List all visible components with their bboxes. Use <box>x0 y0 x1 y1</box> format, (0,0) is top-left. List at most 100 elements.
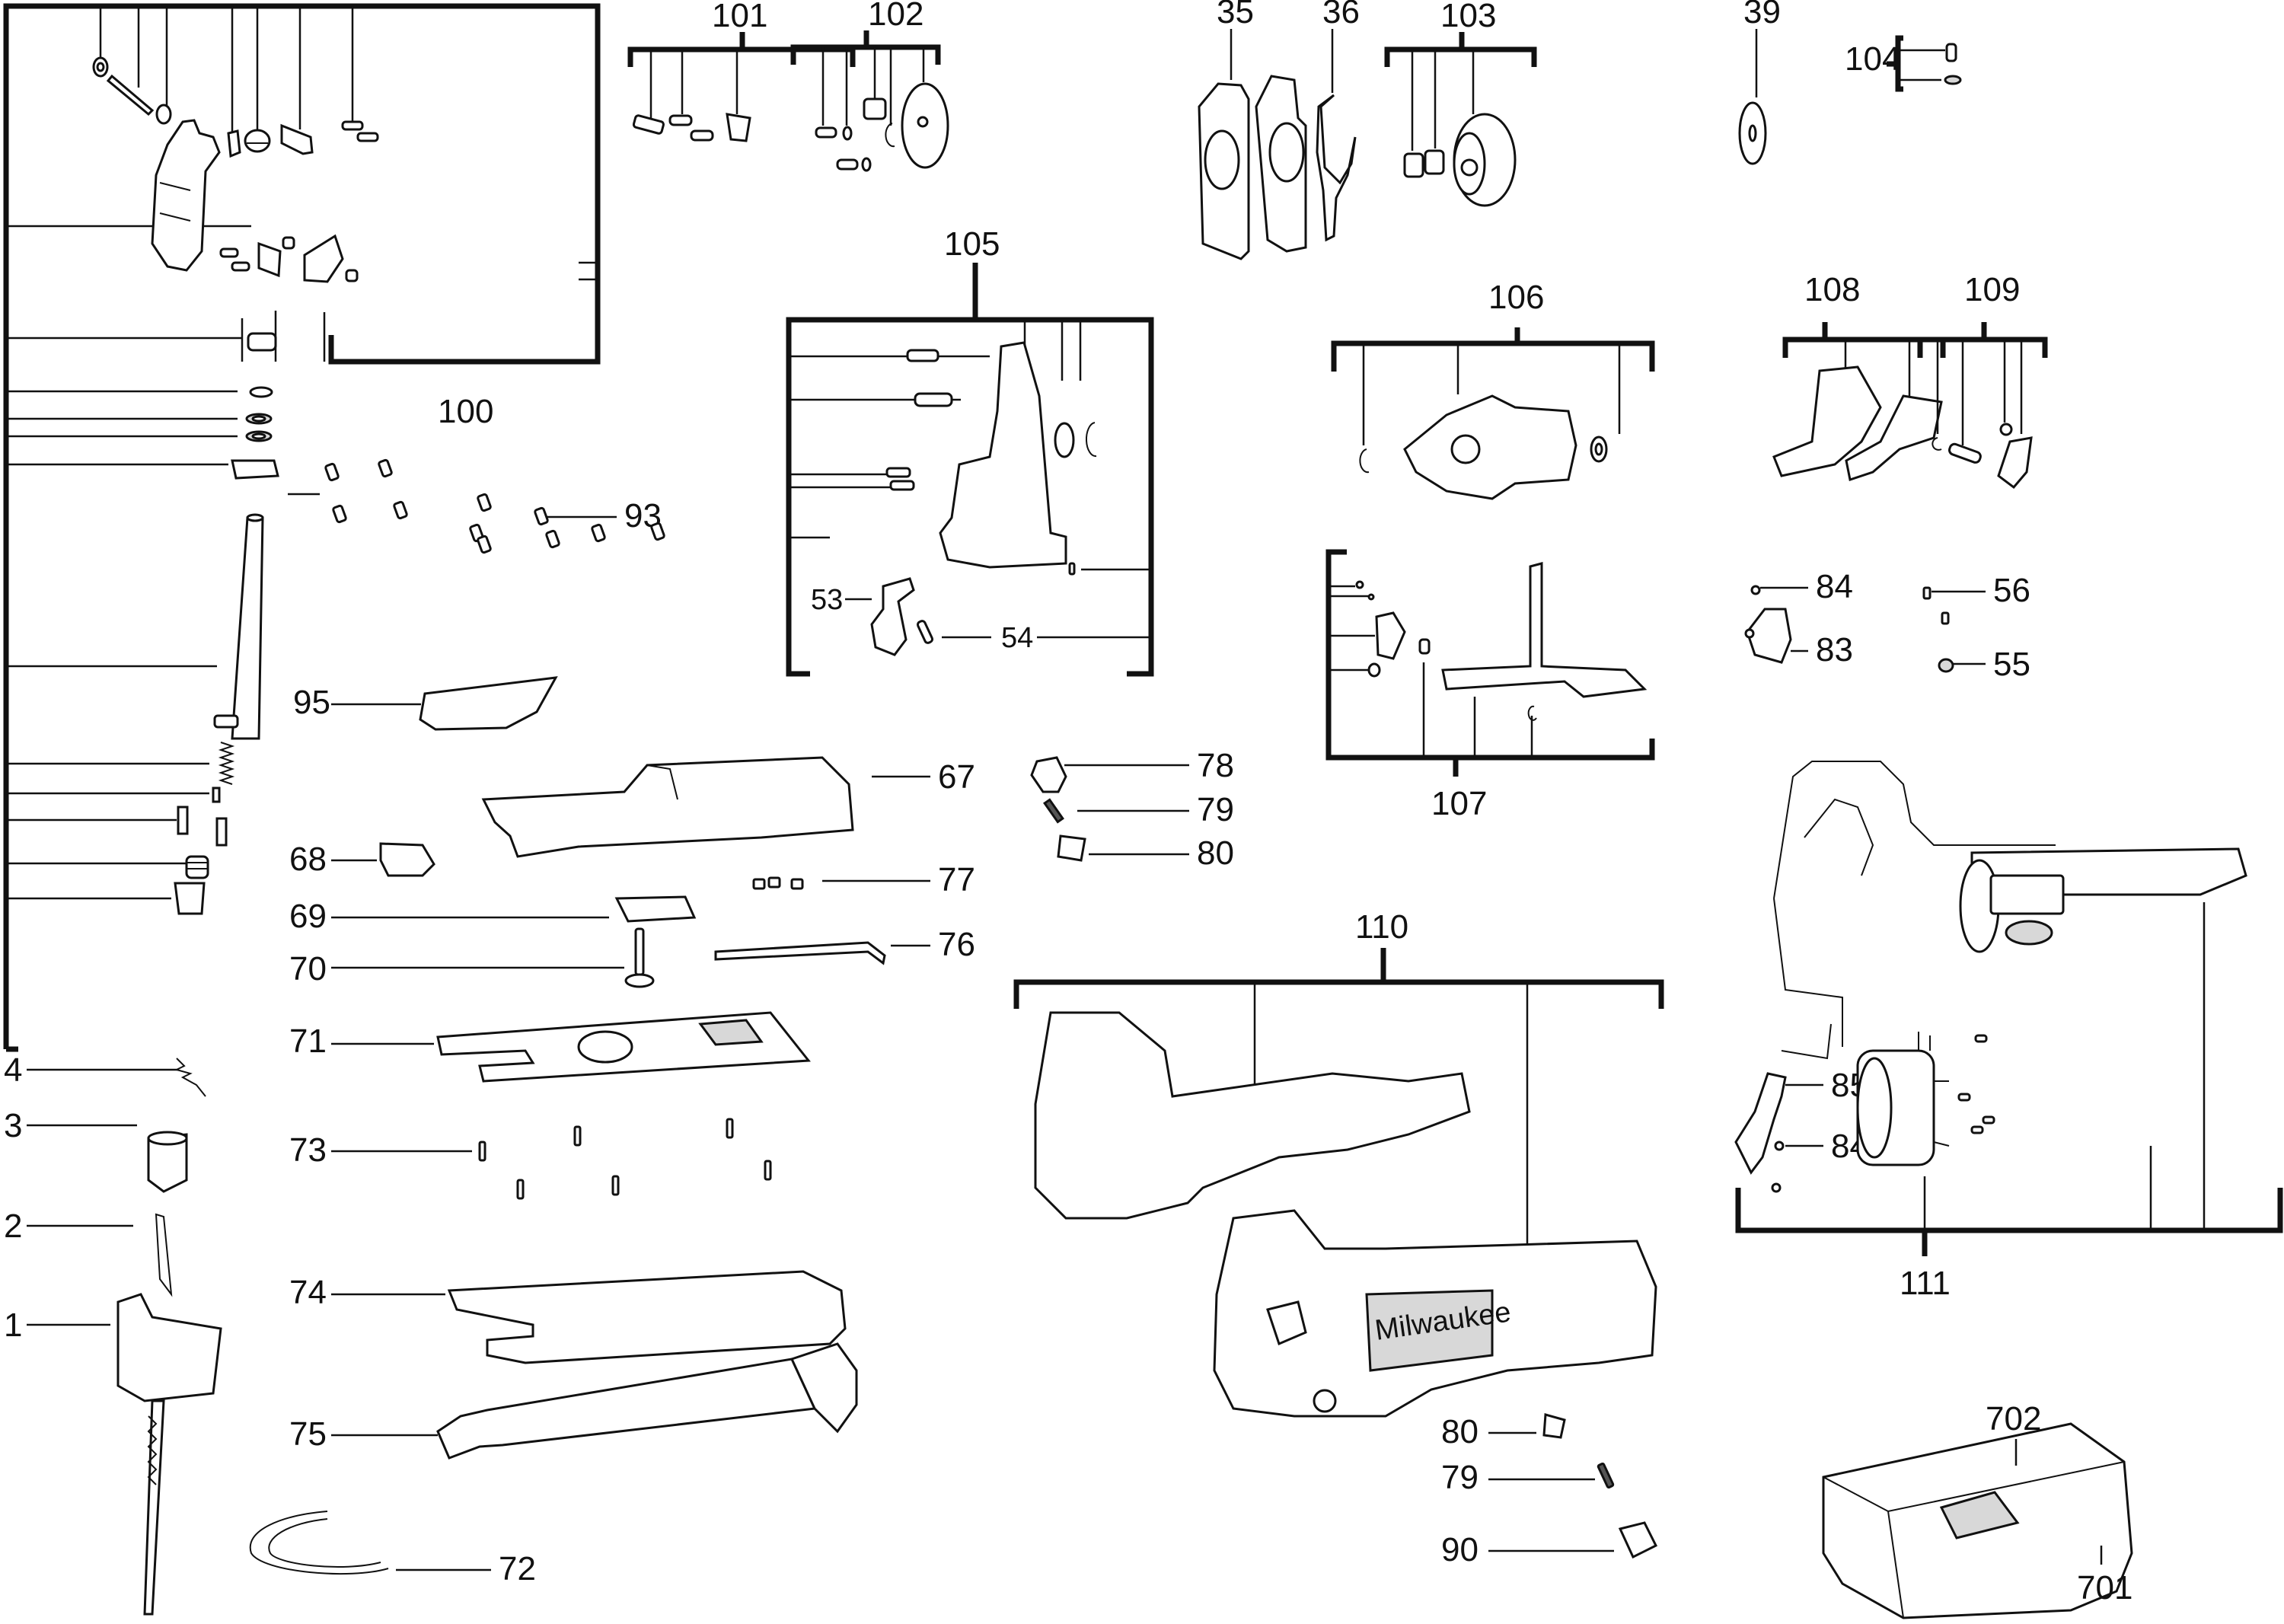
callout-2: 2 <box>4 1208 22 1245</box>
part-plunger-rod <box>213 513 264 740</box>
callout-79-top: 79 <box>1197 791 1234 828</box>
group-83-84-top: 84 83 <box>1744 568 1853 668</box>
part-67-motor-housing-cover: 67 <box>481 756 975 858</box>
callout-102: 102 <box>868 0 923 33</box>
part-36-wrench: 36 <box>1316 0 1360 242</box>
assembly-107: 107 <box>1325 549 1655 822</box>
part-77-clips: 77 <box>752 861 975 898</box>
assembly-110-housing: 110 Milwaukee <box>1013 908 1664 1418</box>
part-68-clip: 68 <box>289 841 435 878</box>
part-pins-pair <box>341 120 379 142</box>
part-pin-long <box>106 74 155 116</box>
callout-109: 109 <box>1964 271 2020 308</box>
assembly-106: 106 <box>1331 279 1655 500</box>
assembly-102: 102 <box>790 0 949 172</box>
group-80-79-90: 80 79 90 <box>1441 1413 1658 1568</box>
part-rocker-arm <box>151 119 221 272</box>
part-bushing-ball <box>244 129 271 153</box>
part-1-blade-guard-and-blade <box>116 1293 222 1616</box>
part-coil-spring <box>185 855 209 879</box>
callout-83: 83 <box>1816 631 1853 668</box>
callout-35: 35 <box>1217 0 1254 30</box>
part-pin-small <box>212 786 221 803</box>
callout-702: 702 <box>1986 1400 2041 1437</box>
callout-36: 36 <box>1322 0 1360 30</box>
part-small-plate <box>227 129 241 158</box>
callout-107: 107 <box>1431 785 1487 822</box>
callout-105: 105 <box>944 225 1000 263</box>
callout-100: 100 <box>438 393 493 430</box>
part-clamp-plate <box>257 241 282 278</box>
part-2-wire-clip <box>155 1213 173 1297</box>
part-clips <box>177 806 228 847</box>
part-39-disc: 39 <box>1738 0 1781 165</box>
group-56-55: 56 55 <box>1922 572 2030 683</box>
assembly-111: 111 85 84 <box>1734 761 2283 1302</box>
callout-53: 53 <box>811 584 843 616</box>
callout-75: 75 <box>289 1415 327 1453</box>
callout-72: 72 <box>499 1550 536 1587</box>
callout-90: 90 <box>1441 1531 1479 1568</box>
callout-104: 104 <box>1845 40 1900 78</box>
assembly-104: 104 <box>1845 35 1962 92</box>
part-95-label-plate: 95 <box>293 676 558 731</box>
assembly-105: 105 53 54 <box>786 225 1154 677</box>
carrying-case-701: 702 701 <box>1822 1400 2133 1619</box>
callout-111: 111 <box>1900 1265 1951 1302</box>
callout-110: 110 <box>1355 908 1408 946</box>
callout-70: 70 <box>289 950 327 987</box>
callout-80-bottom: 80 <box>1441 1413 1479 1450</box>
callout-68: 68 <box>289 841 327 878</box>
part-72-clip-ring: 72 <box>249 1511 536 1587</box>
group-78-79-80: 78 79 80 <box>1030 747 1234 872</box>
callout-78: 78 <box>1197 747 1234 784</box>
callout-79-bottom: 79 <box>1441 1459 1479 1496</box>
callout-3: 3 <box>4 1107 22 1144</box>
part-washer-4 <box>245 430 273 442</box>
part-74-shoe-cover: 74 <box>289 1270 847 1364</box>
part-75-dust-extractor: 75 <box>289 1342 858 1460</box>
part-70-bolt: 70 <box>289 927 655 988</box>
part-blade-clamp-sleeve <box>174 882 206 915</box>
part-washer-3 <box>245 413 273 425</box>
part-bushing <box>247 332 277 352</box>
part-4-spring <box>174 1058 206 1097</box>
part-washer-2 <box>155 104 172 125</box>
callout-67: 67 <box>938 758 975 796</box>
callout-84-top: 84 <box>1816 568 1853 605</box>
assembly-109: 109 <box>1917 271 2048 490</box>
callout-1: 1 <box>4 1307 22 1344</box>
callout-71: 71 <box>289 1023 327 1060</box>
callout-4: 4 <box>4 1051 22 1089</box>
callout-39: 39 <box>1743 0 1781 30</box>
part-71-base-plate: 71 <box>289 1011 811 1083</box>
callout-701: 701 <box>2077 1569 2132 1606</box>
callout-95: 95 <box>293 684 330 721</box>
part-screws-pair <box>219 247 250 272</box>
assembly-103: 103 <box>1384 0 1537 207</box>
callout-55: 55 <box>1993 646 2030 683</box>
callout-108: 108 <box>1804 271 1860 308</box>
callout-74: 74 <box>289 1274 327 1311</box>
part-washer-top <box>92 56 109 78</box>
assembly-101: 101 <box>627 0 856 142</box>
group-93-screws: 93 <box>288 458 665 554</box>
part-69-block: 69 <box>289 895 697 935</box>
callout-76: 76 <box>938 926 975 963</box>
callout-69: 69 <box>289 898 327 935</box>
callout-103: 103 <box>1440 0 1496 34</box>
part-link-bracket <box>280 123 314 155</box>
part-spring <box>218 742 235 785</box>
callout-106: 106 <box>1488 279 1544 316</box>
part-35-plates: 35 <box>1198 0 1307 260</box>
part-seal-holder <box>231 459 279 480</box>
part-73-screws: 73 <box>289 1118 772 1200</box>
part-3-collar <box>147 1131 188 1193</box>
callout-77: 77 <box>938 861 975 898</box>
callout-101: 101 <box>712 0 767 34</box>
callout-80-top: 80 <box>1197 834 1234 872</box>
callout-73: 73 <box>289 1131 327 1169</box>
assembly-108: 108 <box>1772 271 1946 481</box>
part-oring <box>249 386 273 398</box>
